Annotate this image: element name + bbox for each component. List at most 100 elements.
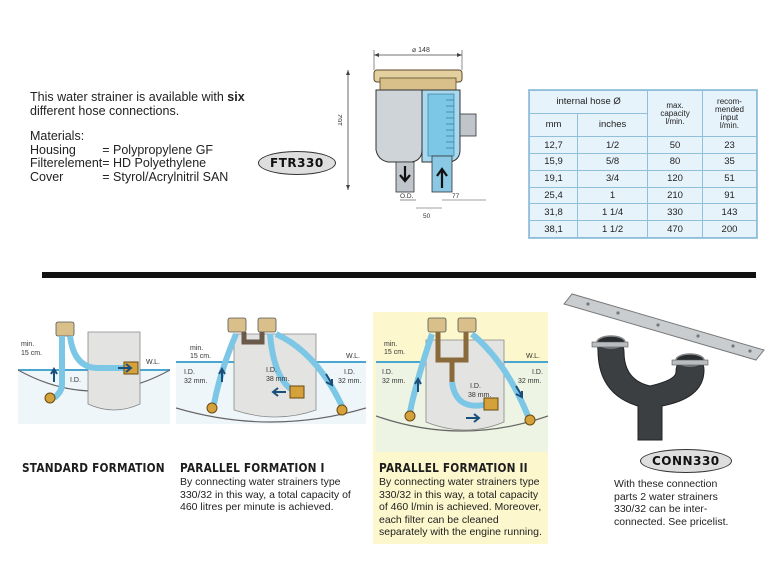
cell-capacity: 50 [647,136,703,154]
standard-formation-title: STANDARD FORMATION [22,461,165,475]
conn330-badge: CONN330 [640,449,732,473]
wl-label: W.L. [346,353,360,360]
ftr330-badge: FTR330 [258,151,336,175]
id-32-label: 32 mm. [184,378,207,385]
id-label: I.D. [532,369,543,376]
dimension-height-label: 162 [338,114,344,126]
dimension-77-label: 77 [452,193,460,200]
id-32-label: 32 mm. [338,378,361,385]
cell-input: 143 [701,203,758,222]
id-label: I.D. [470,383,481,390]
cell-inches: 1 [577,186,649,205]
cell-inches: 5/8 [577,152,649,171]
recommended-header-line: recom- [717,96,742,106]
parallel-formation-2-text: By connecting water strainers type 330/3… [379,476,542,538]
material-value: = Polypropylene GF [102,142,214,157]
min-value-label: 15 cm. [384,349,405,356]
cell-input: 91 [701,186,758,205]
od-label: O.D. [400,193,414,200]
min-value-label: 15 cm. [190,353,211,360]
intro-text-part: This water strainer is available with [30,90,228,104]
ftr330-badge-label: FTR330 [258,151,336,175]
cell-input: 23 [701,136,758,154]
cell-inches: 1/2 [577,136,649,154]
material-row: Cover = Styrol/Acrylnitril SAN [30,169,229,185]
cell-input: 51 [701,169,758,188]
cell-capacity: 80 [647,152,703,171]
standard-formation-diagram: min. 15 cm. W.L. I.D. [18,321,170,424]
cell-mm: 12,7 [528,136,579,154]
id-label: I.D. [382,369,393,376]
cell-mm: 38,1 [528,220,579,238]
parallel-formation-2-diagram: min. 15 cm. W.L. I.D. 32 mm. I.D. 38 mm.… [376,317,548,452]
capacity-header-line: max. [666,100,684,110]
recommended-header: recom- mended input l/min. [701,89,758,138]
cell-input: 200 [701,220,758,238]
inches-header: inches [577,113,649,138]
materials-list: Materials: Housing = Polypropylene GF Fil… [30,129,229,185]
section-divider [42,272,756,278]
cell-mm: 31,8 [528,203,579,222]
dimension-50-label: 50 [423,213,431,220]
conn330-badge-label: CONN330 [640,449,732,473]
cell-capacity: 470 [647,220,703,238]
intro-bold-count: six [227,90,245,104]
material-row: Housing = Polypropylene GF [30,142,228,158]
id-label: I.D. [184,369,195,376]
hose-size-table: internal hose Ø max. capacity l/min. rec… [528,89,758,239]
materials-heading: Materials: [30,129,85,143]
cell-capacity: 120 [647,169,703,188]
id-32-label: 32 mm. [518,378,541,385]
material-value: = HD Polyethylene [102,156,207,170]
id-label: I.D. [266,367,277,374]
strainer-technical-drawing: ⌀ 148 162 O.D. 50 77 [338,47,486,220]
parallel-formation-2-title: PARALLEL FORMATION II [379,461,528,475]
wl-label: W.L. [146,359,160,366]
material-row: Filterelement= HD Polyethylene [30,156,228,171]
id-label: I.D. [344,369,355,376]
capacity-header-line: capacity [660,108,690,118]
cell-capacity: 330 [647,203,703,222]
material-part: Cover [30,169,64,184]
recommended-header-line: input [720,112,739,122]
intro-text: This water strainer is available with si… [30,90,270,118]
id-38-label: 38 mm. [468,392,491,399]
recommended-header-line: l/min. [719,120,740,130]
parallel-formation-1-title: PARALLEL FORMATION I [180,461,325,475]
wl-label: W.L. [526,353,540,360]
hose-group-header: internal hose Ø [528,89,649,115]
id-38-label: 38 mm. [266,376,289,383]
dimension-width-label: ⌀ 148 [412,47,430,54]
min-label: min. [384,341,397,348]
intro-text-part: different hose connections. [30,104,180,118]
capacity-header-line: l/min. [665,116,685,126]
cell-mm: 19,1 [528,169,579,188]
material-part: Housing [30,142,76,157]
parallel-formation-1-text: By connecting water strainers type 330/3… [180,476,351,513]
id-32-label: 32 mm. [382,378,405,385]
connector-parts-image [563,293,765,441]
recommended-header-line: mended [715,104,744,114]
mm-header: mm [528,113,579,138]
cell-inches: 1 1/4 [577,203,649,222]
parallel-formation-1-diagram: min. 15 cm. W.L. I.D. 32 mm. I.D. 38 mm.… [176,317,366,424]
material-part: Filterelement [30,156,103,170]
min-label: min. [21,341,34,348]
capacity-header: max. capacity l/min. [647,89,703,138]
id-label: I.D. [70,377,81,384]
cell-inches: 3/4 [577,169,649,188]
min-value-label: 15 cm. [21,350,42,357]
cell-mm: 25,4 [528,186,579,205]
cell-capacity: 210 [647,186,703,205]
material-value: = Styrol/Acrylnitril SAN [102,169,229,184]
min-label: min. [190,345,203,352]
cell-mm: 15,9 [528,152,579,171]
connector-text: With these connection parts 2 water stra… [614,478,729,528]
cell-input: 35 [701,152,758,171]
